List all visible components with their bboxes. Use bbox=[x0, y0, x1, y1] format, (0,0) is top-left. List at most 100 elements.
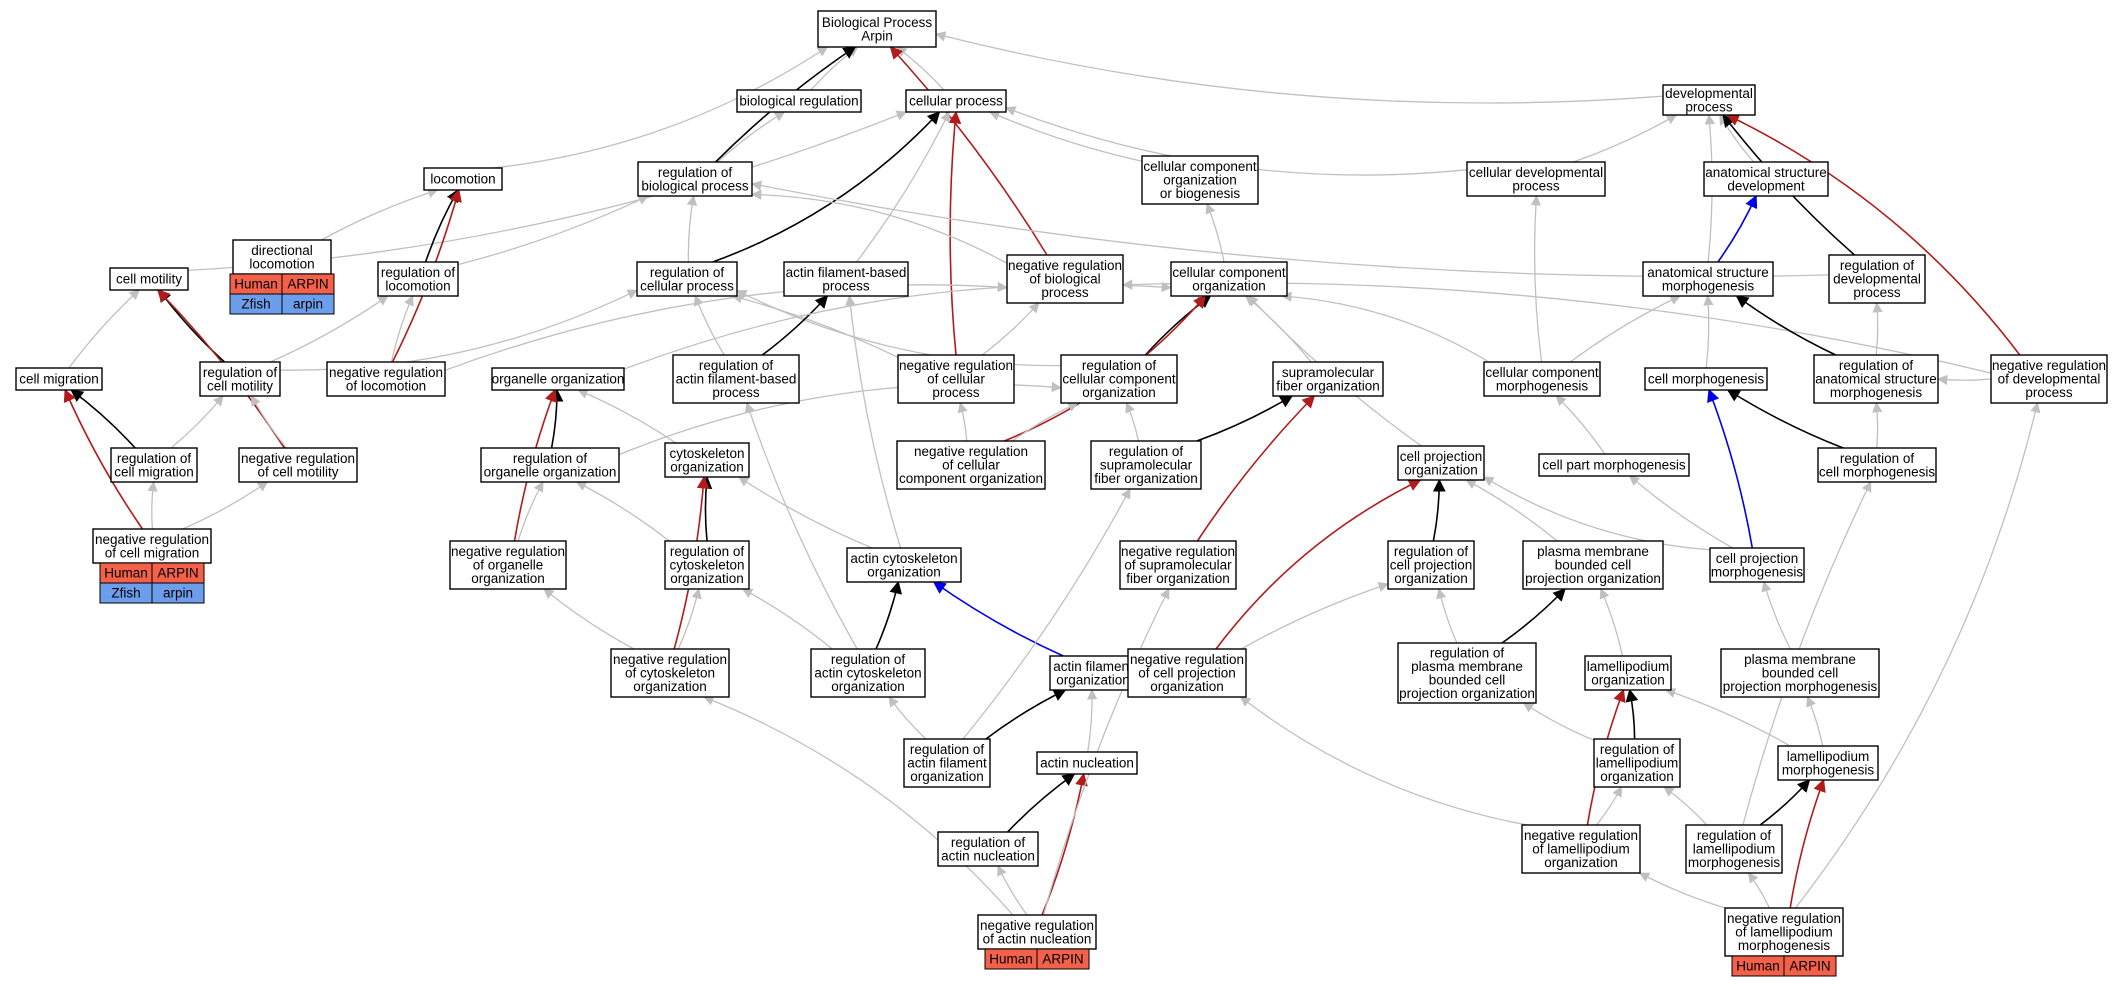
node-actinnuc[interactable]: actin nucleation bbox=[1036, 751, 1138, 775]
node-box-ccmorph bbox=[1483, 361, 1601, 397]
node-label-cellmot-line-0: cell motility bbox=[116, 272, 182, 287]
node-cellproc[interactable]: cellular process bbox=[905, 89, 1007, 113]
node-label-actinnuc-line-0: actin nucleation bbox=[1040, 756, 1134, 771]
node-label-negregccorg-line-1: of cellular bbox=[942, 458, 1000, 473]
node-label-orgorg-line-0: organelle organization bbox=[492, 372, 625, 387]
edge-is_a-actincyto-to-actinfil bbox=[845, 294, 902, 549]
species-cell-bg-negregcellmig-1-1 bbox=[151, 582, 205, 604]
node-label-negregcellprojorg-line-2: organization bbox=[1150, 679, 1224, 694]
node-box-regcellprojorg bbox=[1387, 540, 1475, 590]
edge-is_a-reganatmorph-to-regdev bbox=[1872, 301, 1883, 356]
edge-part_of-regactincyto-to-actincyto bbox=[875, 580, 902, 650]
edge-is_a-negreglammorph-to-reglammorph bbox=[1747, 872, 1771, 909]
node-box-lammorph bbox=[1777, 745, 1879, 781]
node-cellmot[interactable]: cell motility bbox=[109, 267, 189, 291]
edge-is_a-negregloco-to-negregbio bbox=[444, 281, 1009, 371]
node-label-negregcell-line-2: process bbox=[932, 385, 980, 400]
species-name-negregcellmig-1: Zfish bbox=[111, 586, 140, 601]
node-label-ccorgbio-line-1: organization bbox=[1163, 173, 1237, 188]
node-label-regactinfil-line-2: process bbox=[712, 385, 760, 400]
node-box-regactincyto bbox=[810, 648, 926, 698]
node-bioreg[interactable]: biological regulation bbox=[736, 89, 862, 113]
node-box-reglamorg bbox=[1593, 738, 1681, 788]
node-label-negreglammorph-line-2: morphogenesis bbox=[1738, 938, 1831, 953]
edge-negative-negregcellprojorg-to-cellprojorg bbox=[1215, 479, 1422, 650]
node-locomotion[interactable]: locomotion bbox=[423, 167, 503, 191]
edge-is_a-regactincyto-to-regactinfil bbox=[744, 402, 858, 650]
node-label-regactinnuc-line-1: actin nucleation bbox=[941, 848, 1035, 863]
node-label-locomotion-line-0: locomotion bbox=[430, 172, 495, 187]
edge-is_a-regcellmot-to-regloco bbox=[270, 295, 389, 363]
node-box-regbio bbox=[637, 161, 753, 197]
node-cellmorph[interactable]: cell morphogenesis bbox=[1644, 367, 1768, 391]
node-box-negregloco bbox=[326, 361, 446, 397]
node-label-negregcellmig-line-0: negative regulation bbox=[95, 532, 209, 547]
edge-negative-negregcell-to-cellproc bbox=[948, 110, 962, 356]
node-cellmig[interactable]: cell migration bbox=[15, 367, 103, 391]
edge-part_of-reganatmorph-to-anatmorph bbox=[1735, 295, 1837, 356]
edge-is_a-lammorph-to-pmbcpm bbox=[1806, 696, 1824, 747]
node-label-negreglamorg-line-0: negative regulation bbox=[1524, 828, 1638, 843]
node-box-regcell bbox=[636, 261, 738, 297]
node-label-negreglammorph-line-0: negative regulation bbox=[1727, 911, 1841, 926]
edge-part_of-regactinfil-to-actinfil bbox=[761, 295, 829, 356]
edge-is_a-reglammorph-to-reglamorg bbox=[1663, 786, 1708, 826]
node-cellpartmorph[interactable]: cell part morphogenesis bbox=[1538, 453, 1690, 477]
node-orgorg[interactable]: organelle organization bbox=[491, 367, 625, 391]
